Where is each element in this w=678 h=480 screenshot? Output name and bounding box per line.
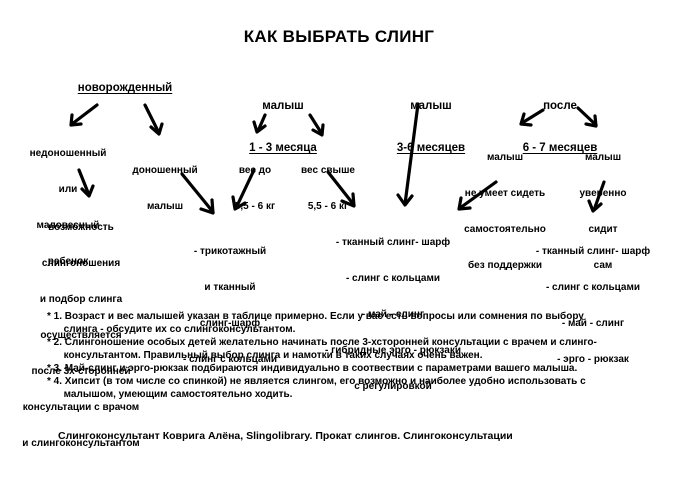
diagram-title: КАК ВЫБРАТЬ СЛИНГ <box>243 27 435 46</box>
condition-line: уверенно <box>579 188 627 199</box>
result-line: после 3х-сторонней <box>31 366 131 377</box>
result-knit-slings: - трикотажный и тканный слинг-шарф - сли… <box>170 222 290 390</box>
header-newborn: новорожденный <box>77 82 173 94</box>
arrow-weight-under-to-knit-head <box>231 195 247 211</box>
result-line: осуществляется <box>40 330 122 341</box>
header-after-6-7: после 6 - 7 месяцев <box>500 71 620 183</box>
note-2: * 2. Слингоношение особых детей желатель… <box>47 337 597 361</box>
result-line: и подбор слинга <box>39 294 123 305</box>
condition-line: ребенок <box>47 256 89 267</box>
condition-line: 5,5 - 6 кг <box>307 201 349 212</box>
arrow-newborn-to-fullterm-head <box>149 122 164 136</box>
arrow-fullterm-to-knit-head <box>199 198 215 215</box>
note-4: * 4. Хипсит (в том числе со спинкой) не … <box>47 376 586 400</box>
condition-line: доношенный <box>132 165 198 176</box>
header-line: 6 - 7 месяцев <box>522 142 598 154</box>
arrow-weight-over-to-woven-head <box>340 192 356 208</box>
result-line: консультации с врачом <box>22 402 140 413</box>
arrow-weight-over-to-woven <box>326 170 356 207</box>
header-baby-3-6: малыш 3-6 месяцев <box>376 71 486 183</box>
arrow-weight-under-to-knit <box>234 168 256 210</box>
condition-line: недоношенный <box>29 148 107 159</box>
result-line: - тканный слинг- шарф <box>535 246 651 257</box>
arrow-baby13-to-weight-under <box>256 113 267 133</box>
result-line: и слингоконсультантом <box>22 438 140 449</box>
result-line: - тканный слинг- шарф <box>335 237 451 248</box>
arrow-cannot-sit-to-woven <box>458 180 498 210</box>
result-consultation: возможность слингоношения и подбор слинг… <box>6 198 156 474</box>
condition-line: сидит <box>588 224 618 235</box>
note-3: * 3. Май-слинг и эрго-рюкзак подбираются… <box>47 363 578 374</box>
arrow-cannot-sit-to-woven-head <box>457 196 472 211</box>
result-line: возможность <box>48 222 114 233</box>
result-line: - май - слинг <box>561 318 625 329</box>
condition-line: вес до <box>238 165 272 176</box>
result-line: - май - слинг <box>361 309 425 320</box>
arrow-baby36-to-woven-head <box>396 193 414 207</box>
condition-cannot-sit: малыш не умеет сидеть самостоятельно без… <box>455 128 555 296</box>
condition-line: вес свыше <box>301 165 355 176</box>
arrow-after67-to-sits <box>576 106 598 127</box>
arrow-baby13-to-weight-over-head <box>311 123 325 137</box>
condition-premature: недоношенный или маловесный ребенок <box>18 124 118 292</box>
condition-line: или <box>58 184 78 195</box>
condition-line: малыш <box>486 152 524 163</box>
footer-credit: Слингоконсультант Коврига Алёна, Slingol… <box>58 430 513 442</box>
arrow-newborn-to-fullterm <box>143 103 161 135</box>
result-woven-hybrid: - тканный слинг- шарф - слинг с кольцами… <box>318 213 468 417</box>
arrow-newborn-to-premature <box>70 103 99 126</box>
header-line: после <box>543 100 577 112</box>
note-1: * 1. Возраст и вес малышей указан в табл… <box>47 311 584 335</box>
arrow-after67-to-cannot-sit <box>520 108 545 125</box>
result-line: - гибридные эрго - рюкзаки <box>325 345 461 356</box>
result-line: - слинг с кольцами <box>182 354 278 365</box>
condition-line: сам <box>593 260 613 271</box>
result-line: с регулировкой <box>354 381 432 392</box>
condition-full-term: доношенный малыш <box>120 141 210 237</box>
result-woven-ergo: - тканный слинг- шарф - слинг с кольцами… <box>528 222 658 390</box>
result-line: - слинг с кольцами <box>345 273 441 284</box>
result-line: - эрго - рюкзак <box>557 354 629 365</box>
result-line: слинг-шарф <box>199 318 261 329</box>
result-line: и тканный <box>204 282 256 293</box>
arrow-sits-to-woven-ergo <box>592 180 606 212</box>
condition-line: не умеет сидеть <box>464 188 546 199</box>
header-line: малыш <box>410 100 452 112</box>
condition-line: без поддержки <box>468 260 542 271</box>
header-line: 1 - 3 месяца <box>249 142 317 154</box>
condition-weight-over: вес свыше 5,5 - 6 кг <box>288 141 368 237</box>
arrow-after67-to-sits-head <box>584 114 598 128</box>
arrow-premature-to-consult-head <box>80 184 95 198</box>
condition-line: самостоятельно <box>464 224 546 235</box>
arrow-premature-to-consult <box>77 168 91 197</box>
header-baby-1-3: малыш 1 - 3 месяца <box>228 71 338 183</box>
arrow-sits-to-woven-ergo-head <box>587 199 603 213</box>
arrow-after67-to-cannot-sit-head <box>519 112 533 127</box>
arrow-baby13-to-weight-over <box>308 113 324 136</box>
condition-line: малыш <box>146 201 184 212</box>
result-line: - трикотажный <box>193 246 267 257</box>
condition-line: малыш <box>584 152 622 163</box>
arrow-fullterm-to-knit <box>180 172 215 214</box>
header-line: малыш <box>262 100 304 112</box>
header-line: 3-6 месяцев <box>396 142 466 154</box>
arrow-baby13-to-weight-under-head <box>252 120 267 134</box>
result-line: - слинг с кольцами <box>545 282 641 293</box>
condition-sits: малыш уверенно сидит сам <box>563 128 643 296</box>
result-line: слингоношения <box>41 258 121 269</box>
arrow-newborn-to-premature-head <box>69 113 83 127</box>
condition-line: маловесный <box>36 220 100 231</box>
arrow-baby36-to-woven <box>403 102 420 206</box>
